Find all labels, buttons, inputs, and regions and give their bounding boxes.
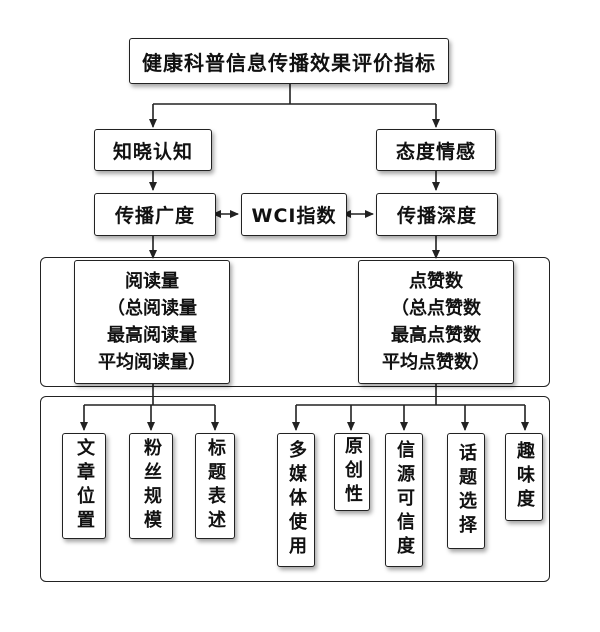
factor-multimedia: 多媒体使用: [277, 433, 315, 567]
wci-node: WCI指数: [241, 193, 347, 236]
attitude-node: 态度情感: [376, 129, 496, 171]
title-node: 健康科普信息传播效果评价指标: [129, 38, 449, 84]
factors-group-frame: [40, 396, 550, 582]
likes-avg: 平均点赞数）: [382, 352, 490, 373]
reads-avg: 平均阅读量）: [98, 352, 206, 373]
likes-node: 点赞数 （总点赞数 最高点赞数 平均点赞数）: [358, 260, 514, 384]
reads-heading: 阅读量: [125, 271, 179, 292]
cognition-node: 知晓认知: [94, 129, 212, 171]
factor-originality: 原创性: [334, 433, 370, 511]
depth-node: 传播深度: [376, 193, 498, 236]
reads-max: 最高阅读量: [107, 325, 197, 346]
breadth-node: 传播广度: [94, 193, 216, 236]
factor-fun: 趣味度: [505, 433, 543, 521]
likes-heading: 点赞数: [409, 271, 463, 292]
metrics-group-frame: [40, 257, 550, 387]
reads-total: （总阅读量: [107, 298, 197, 319]
factor-article-position: 文章位置: [62, 433, 106, 539]
factor-topic-selection: 话题选择: [447, 433, 485, 549]
factor-title-expression: 标题表述: [195, 433, 235, 539]
reads-node: 阅读量 （总阅读量 最高阅读量 平均阅读量）: [74, 260, 230, 384]
likes-total: （总点赞数: [391, 298, 481, 319]
factor-source-credibility: 信源可信度: [385, 433, 423, 567]
likes-max: 最高点赞数: [391, 325, 481, 346]
factor-fan-scale: 粉丝规模: [129, 433, 173, 539]
